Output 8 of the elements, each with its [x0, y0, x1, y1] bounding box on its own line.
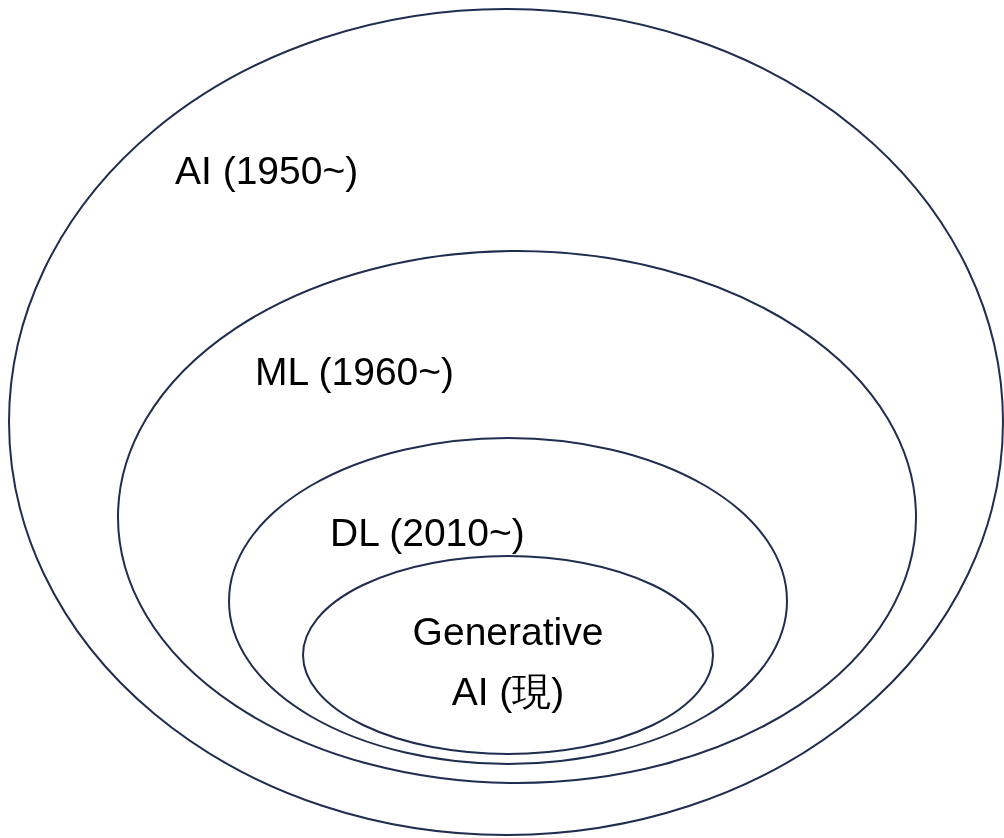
ellipse — [9, 9, 1003, 835]
ellipse-label: ML (1960~) — [255, 349, 455, 395]
ellipse-label: Generative AI (現) — [411, 609, 605, 715]
ellipse-label: DL (2010~) — [330, 510, 525, 556]
ellipse — [118, 251, 916, 783]
ellipse — [229, 438, 787, 764]
ellipse-label: AI (1950~) — [175, 148, 359, 194]
ellipse — [303, 556, 713, 754]
